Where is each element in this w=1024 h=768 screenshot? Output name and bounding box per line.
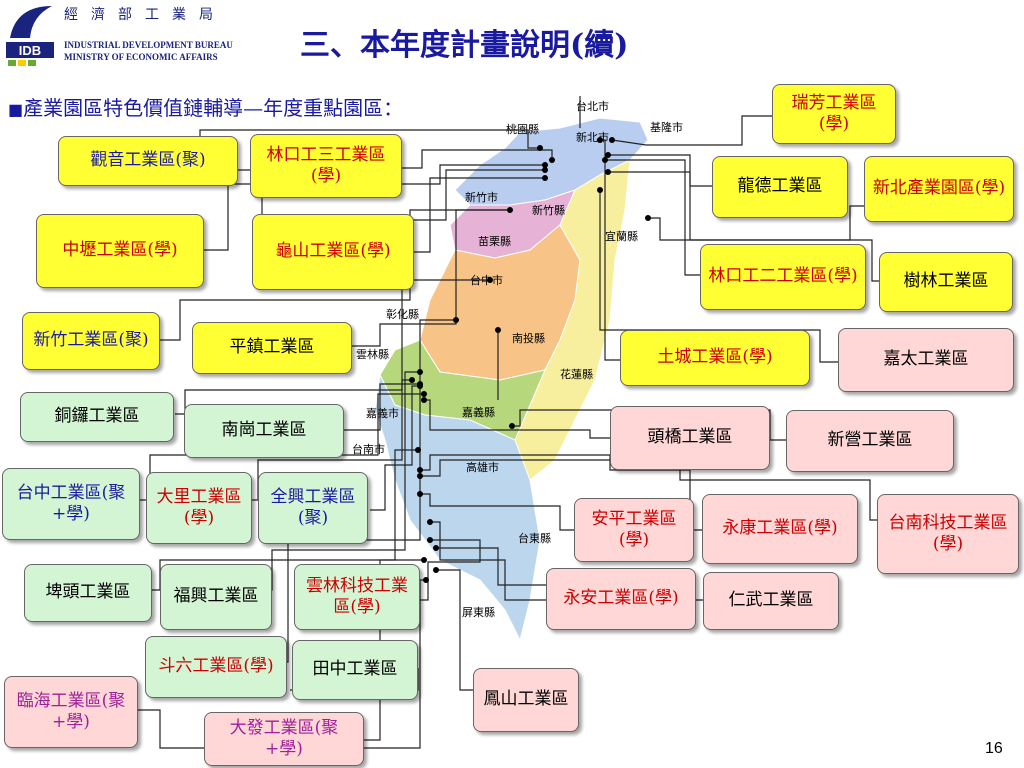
map-label: 花蓮縣 xyxy=(560,367,593,381)
map-label: 苗栗縣 xyxy=(478,235,511,248)
park-fuxing[interactable]: 福興工業區 xyxy=(160,564,272,630)
park-douliu[interactable]: 斗六工業區(學) xyxy=(145,636,287,698)
logo-text: IDB xyxy=(19,43,41,58)
subtitle: ■產業園區特色價值鏈輔導—年度重點園區： xyxy=(8,92,403,121)
region-south xyxy=(374,373,541,642)
connector-dots xyxy=(409,137,651,583)
idb-logo: IDB xyxy=(6,2,56,66)
park-xinbei[interactable]: 新北產業園區(學) xyxy=(864,156,1014,222)
park-touqiao[interactable]: 頭橋工業區 xyxy=(610,406,770,470)
park-jiatai[interactable]: 嘉太工業區 xyxy=(838,328,1014,392)
org-name-cn: 經濟部工業局 xyxy=(64,7,226,23)
map-label: 宜蘭縣 xyxy=(605,229,638,243)
org-name-en-1: INDUSTRIAL DEVELOPMENT BUREAU xyxy=(64,40,233,50)
park-longde[interactable]: 龍德工業區 xyxy=(712,156,848,218)
park-guishan[interactable]: 龜山工業區(學) xyxy=(252,214,414,290)
park-xinying[interactable]: 新營工業區 xyxy=(786,410,954,472)
park-dafa[interactable]: 大發工業區(聚+學) xyxy=(204,712,364,766)
park-fengshan[interactable]: 鳳山工業區 xyxy=(473,668,579,732)
park-tainan-tech[interactable]: 台南科技工業區(學) xyxy=(877,494,1019,574)
map-label: 高雄市 xyxy=(466,460,499,474)
map-label: 台東縣 xyxy=(518,531,551,545)
map-label: 雲林縣 xyxy=(356,347,389,361)
subtitle-text: 產業園區特色價值鏈輔導—年度重點園區： xyxy=(23,96,404,120)
bullet-square-icon: ■ xyxy=(8,100,24,119)
park-linkou-3[interactable]: 林口工三工業區(學) xyxy=(250,134,402,198)
park-tongluo[interactable]: 銅鑼工業區 xyxy=(20,392,174,442)
park-yunlin-tech[interactable]: 雲林科技工業區(學) xyxy=(294,564,420,630)
map-label: 台南市 xyxy=(352,442,385,456)
map-label: 新竹縣 xyxy=(532,203,565,217)
park-guanyin[interactable]: 觀音工業區(聚) xyxy=(58,136,238,186)
map-label: 基隆市 xyxy=(650,120,683,134)
park-tucheng[interactable]: 土城工業區(學) xyxy=(620,330,810,386)
map-label: 桃園縣 xyxy=(506,122,539,136)
map-label: 嘉義縣 xyxy=(462,405,495,419)
park-yongan[interactable]: 永安工業區(學) xyxy=(546,568,696,630)
park-shulin[interactable]: 樹林工業區 xyxy=(879,252,1013,312)
park-pitou[interactable]: 埤頭工業區 xyxy=(24,564,152,622)
map-label: 屏東縣 xyxy=(462,606,495,619)
map-label: 南投縣 xyxy=(512,331,545,345)
park-anping[interactable]: 安平工業區(學) xyxy=(574,498,694,562)
park-quanxing[interactable]: 全興工業區(聚) xyxy=(258,472,368,544)
park-nangang[interactable]: 南崗工業區 xyxy=(184,404,344,458)
park-linkou-2[interactable]: 林口工二工業區(學) xyxy=(700,244,866,310)
map-label: 新竹市 xyxy=(465,190,498,204)
park-linhai[interactable]: 臨海工業區(聚+學) xyxy=(4,676,138,748)
org-name-en-2: MINISTRY OF ECONOMIC AFFAIRS xyxy=(64,52,218,62)
map-label: 新北市 xyxy=(576,130,609,144)
park-renwu[interactable]: 仁武工業區 xyxy=(703,572,839,630)
park-ruifang[interactable]: 瑞芳工業區(學) xyxy=(772,84,896,144)
park-taichung[interactable]: 台中工業區(聚+學) xyxy=(2,468,140,540)
park-tianzhong[interactable]: 田中工業區 xyxy=(292,640,418,700)
map-label: 嘉義市 xyxy=(366,406,399,420)
page-number: 16 xyxy=(985,740,1003,757)
map-label: 台北市 xyxy=(576,99,609,113)
park-pingzhen[interactable]: 平鎮工業區 xyxy=(192,322,352,374)
park-hsinchu[interactable]: 新竹工業區(聚) xyxy=(22,312,160,370)
park-dali[interactable]: 大里工業區(學) xyxy=(146,472,252,544)
page-title: 三、本年度計畫說明(續) xyxy=(300,28,629,63)
park-zhongli[interactable]: 中壢工業區(學) xyxy=(36,214,204,288)
park-yongkang[interactable]: 永康工業區(學) xyxy=(702,494,858,564)
